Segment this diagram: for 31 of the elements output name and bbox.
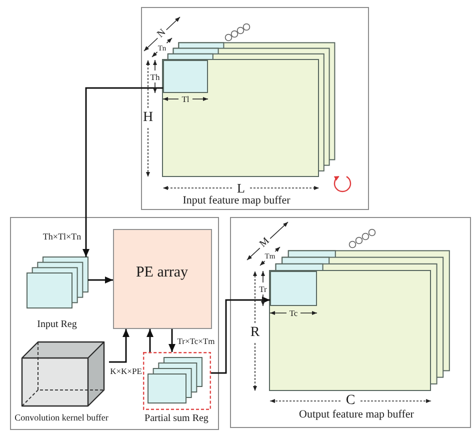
dimension-label: M [258,236,272,250]
arrow [211,296,270,374]
buffer-panel [230,217,471,428]
arrow [88,276,113,284]
arrow [109,329,130,363]
arrow [146,329,154,352]
dimension-label: R [250,326,260,340]
dimension-label: Tr [259,284,267,293]
edge-label: K×K×PE [110,366,142,375]
node-label: Input Reg [37,320,77,330]
node-label: Convolution kernel buffer [14,414,108,422]
dimension-label: H [142,111,154,125]
edge-label: Tr×Tc×Tm [177,336,215,346]
arrow [168,329,176,352]
dimension-label: Th [150,72,160,81]
panel-title: Output feature map buffer [299,410,414,420]
node-label: PE array [136,265,188,280]
tile-block [162,60,208,92]
dimension-label: Tl [182,94,190,104]
node-label: Partial sum Reg [144,414,208,424]
arrow [82,87,163,257]
buffer-panel [141,7,369,210]
dimension-label: Tc [289,308,298,318]
tile-block [270,270,316,306]
module-panel [10,217,219,430]
edge-label: Th×Tl×Tn [42,232,82,242]
dimension-label: N [156,28,168,40]
dimension-label: L [237,182,245,194]
panel-title: Input feature map buffer [182,195,290,206]
processing-block [112,228,212,328]
dimension-label: C [346,394,356,408]
